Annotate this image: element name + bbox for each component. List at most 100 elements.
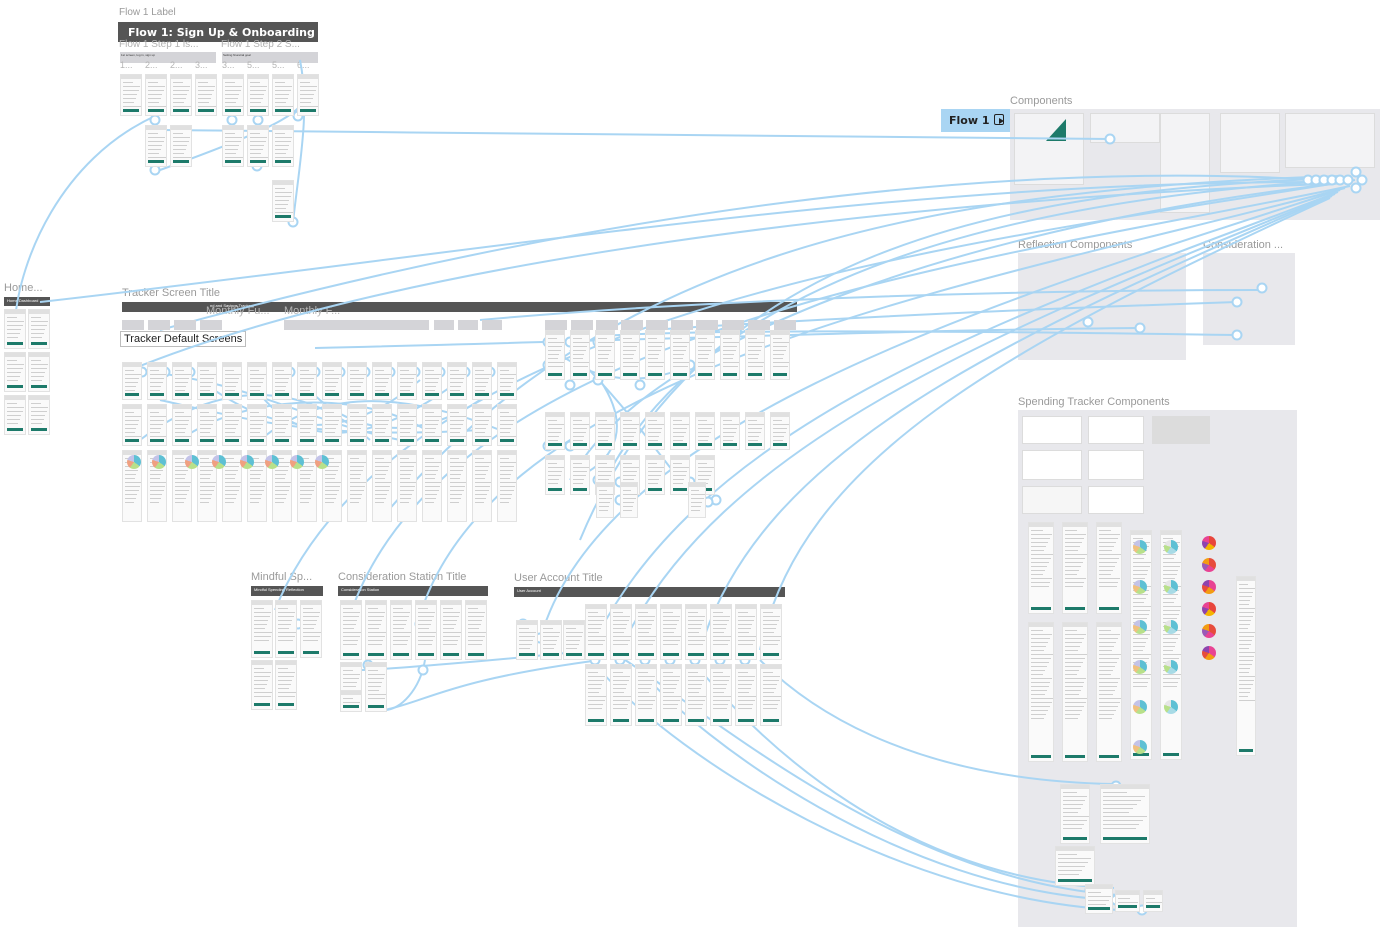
screen-thumbnail[interactable] <box>297 450 317 522</box>
flow1-step2-label[interactable]: Flow 1 Step 2 S... <box>221 39 300 50</box>
screen-thumbnail[interactable] <box>322 404 342 446</box>
screen-thumbnail[interactable] <box>635 664 657 726</box>
screen-thumbnail[interactable] <box>570 330 590 380</box>
flow1-label[interactable]: Flow 1 Label <box>119 7 176 18</box>
screen-thumbnail[interactable] <box>390 600 412 660</box>
consideration-components-label[interactable]: Consideration ... <box>1203 239 1284 251</box>
screen-thumbnail[interactable] <box>422 404 442 446</box>
components-label[interactable]: Components <box>1010 95 1073 107</box>
flow1-start-button[interactable]: Flow 1 <box>941 109 1010 132</box>
screen-thumbnail[interactable] <box>222 362 242 400</box>
screen-thumbnail[interactable] <box>4 395 26 435</box>
screen-thumbnail[interactable] <box>170 74 192 116</box>
screen-thumbnail[interactable] <box>397 450 417 522</box>
screen-thumbnail[interactable] <box>497 450 517 522</box>
screen-thumbnail[interactable] <box>272 180 294 222</box>
screen-thumbnail[interactable] <box>645 330 665 380</box>
screen-thumbnail[interactable] <box>645 412 665 450</box>
screen-thumbnail[interactable] <box>1115 890 1140 912</box>
screen-thumbnail[interactable] <box>28 352 50 392</box>
reflection-components-label[interactable]: Reflection Components <box>1018 239 1133 251</box>
screen-thumbnail[interactable] <box>570 412 590 450</box>
screen-thumbnail[interactable] <box>222 404 242 446</box>
screen-thumbnail[interactable] <box>596 482 614 518</box>
screen-thumbnail[interactable] <box>447 404 467 446</box>
screen-thumbnail[interactable] <box>770 330 790 380</box>
connection-node[interactable] <box>149 114 161 126</box>
screen-thumbnail[interactable] <box>4 309 26 349</box>
screen-thumbnail[interactable] <box>710 664 732 726</box>
screen-thumbnail[interactable] <box>222 450 242 522</box>
screen-thumbnail[interactable] <box>545 412 565 450</box>
screen-thumbnail[interactable] <box>340 600 362 660</box>
screen-thumbnail[interactable] <box>440 600 462 660</box>
tracker-default-screens-tag[interactable]: Tracker Default Screens <box>120 331 247 347</box>
screen-thumbnail[interactable] <box>472 450 492 522</box>
screen-thumbnail[interactable] <box>372 404 392 446</box>
screen-thumbnail[interactable] <box>563 620 585 660</box>
screen-thumbnail[interactable] <box>122 404 142 446</box>
screen-thumbnail[interactable] <box>1028 622 1054 762</box>
screen-thumbnail[interactable] <box>710 604 732 660</box>
screen-thumbnail[interactable] <box>660 664 682 726</box>
screen-thumbnail[interactable] <box>297 404 317 446</box>
screen-thumbnail[interactable] <box>272 362 292 400</box>
screen-thumbnail[interactable] <box>1096 522 1122 614</box>
screen-thumbnail[interactable] <box>595 330 615 380</box>
screen-thumbnail[interactable] <box>695 412 715 450</box>
screen-thumbnail[interactable] <box>1143 890 1163 912</box>
screen-thumbnail[interactable] <box>172 404 192 446</box>
screen-thumbnail[interactable] <box>497 362 517 400</box>
screen-thumbnail[interactable] <box>545 455 565 495</box>
screen-thumbnail[interactable] <box>595 412 615 450</box>
screen-thumbnail[interactable] <box>172 450 192 522</box>
screen-thumbnail[interactable] <box>516 620 538 660</box>
screen-thumbnail[interactable] <box>620 482 638 518</box>
screen-thumbnail[interactable] <box>1100 784 1150 844</box>
spending-components-label[interactable]: Spending Tracker Components <box>1018 396 1170 408</box>
screen-thumbnail[interactable] <box>422 362 442 400</box>
screen-thumbnail[interactable] <box>422 450 442 522</box>
screen-thumbnail[interactable] <box>670 330 690 380</box>
screen-thumbnail[interactable] <box>472 404 492 446</box>
screen-thumbnail[interactable] <box>770 412 790 450</box>
connection-node[interactable] <box>252 114 264 126</box>
screen-thumbnail[interactable] <box>340 690 362 712</box>
connection-node[interactable] <box>417 664 429 676</box>
screen-thumbnail[interactable] <box>1028 522 1054 614</box>
screen-thumbnail[interactable] <box>172 362 192 400</box>
screen-thumbnail[interactable] <box>275 660 297 710</box>
screen-thumbnail[interactable] <box>247 125 269 167</box>
screen-thumbnail[interactable] <box>1130 530 1152 760</box>
screen-thumbnail[interactable] <box>695 330 715 380</box>
screen-thumbnail[interactable] <box>620 330 640 380</box>
screen-thumbnail[interactable] <box>300 600 322 658</box>
screen-thumbnail[interactable] <box>28 395 50 435</box>
screen-thumbnail[interactable] <box>670 412 690 450</box>
consideration-station-label[interactable]: Consideration Station Title <box>338 571 467 583</box>
mindful-label[interactable]: Mindful Sp... <box>251 571 313 583</box>
screen-thumbnail[interactable] <box>197 362 217 400</box>
flow1-step1-label[interactable]: Flow 1 Step 1 ls... <box>119 39 199 50</box>
screen-thumbnail[interactable] <box>1055 846 1095 886</box>
reflection-components-frame[interactable] <box>1018 253 1186 360</box>
screen-thumbnail[interactable] <box>610 604 632 660</box>
screen-thumbnail[interactable] <box>635 604 657 660</box>
screen-thumbnail[interactable] <box>272 404 292 446</box>
screen-thumbnail[interactable] <box>472 362 492 400</box>
screen-thumbnail[interactable] <box>247 404 267 446</box>
components-frame[interactable] <box>1010 109 1380 220</box>
screen-thumbnail[interactable] <box>365 662 387 712</box>
screen-thumbnail[interactable] <box>372 450 392 522</box>
screen-thumbnail[interactable] <box>120 74 142 116</box>
screen-thumbnail[interactable] <box>251 660 273 710</box>
connection-node[interactable] <box>710 494 722 506</box>
screen-thumbnail[interactable] <box>685 604 707 660</box>
screen-thumbnail[interactable] <box>397 404 417 446</box>
screen-thumbnail[interactable] <box>247 450 267 522</box>
screen-thumbnail[interactable] <box>545 330 565 380</box>
screen-thumbnail[interactable] <box>147 404 167 446</box>
screen-thumbnail[interactable] <box>247 74 269 116</box>
screen-thumbnail[interactable] <box>688 482 706 518</box>
screen-thumbnail[interactable] <box>620 412 640 450</box>
